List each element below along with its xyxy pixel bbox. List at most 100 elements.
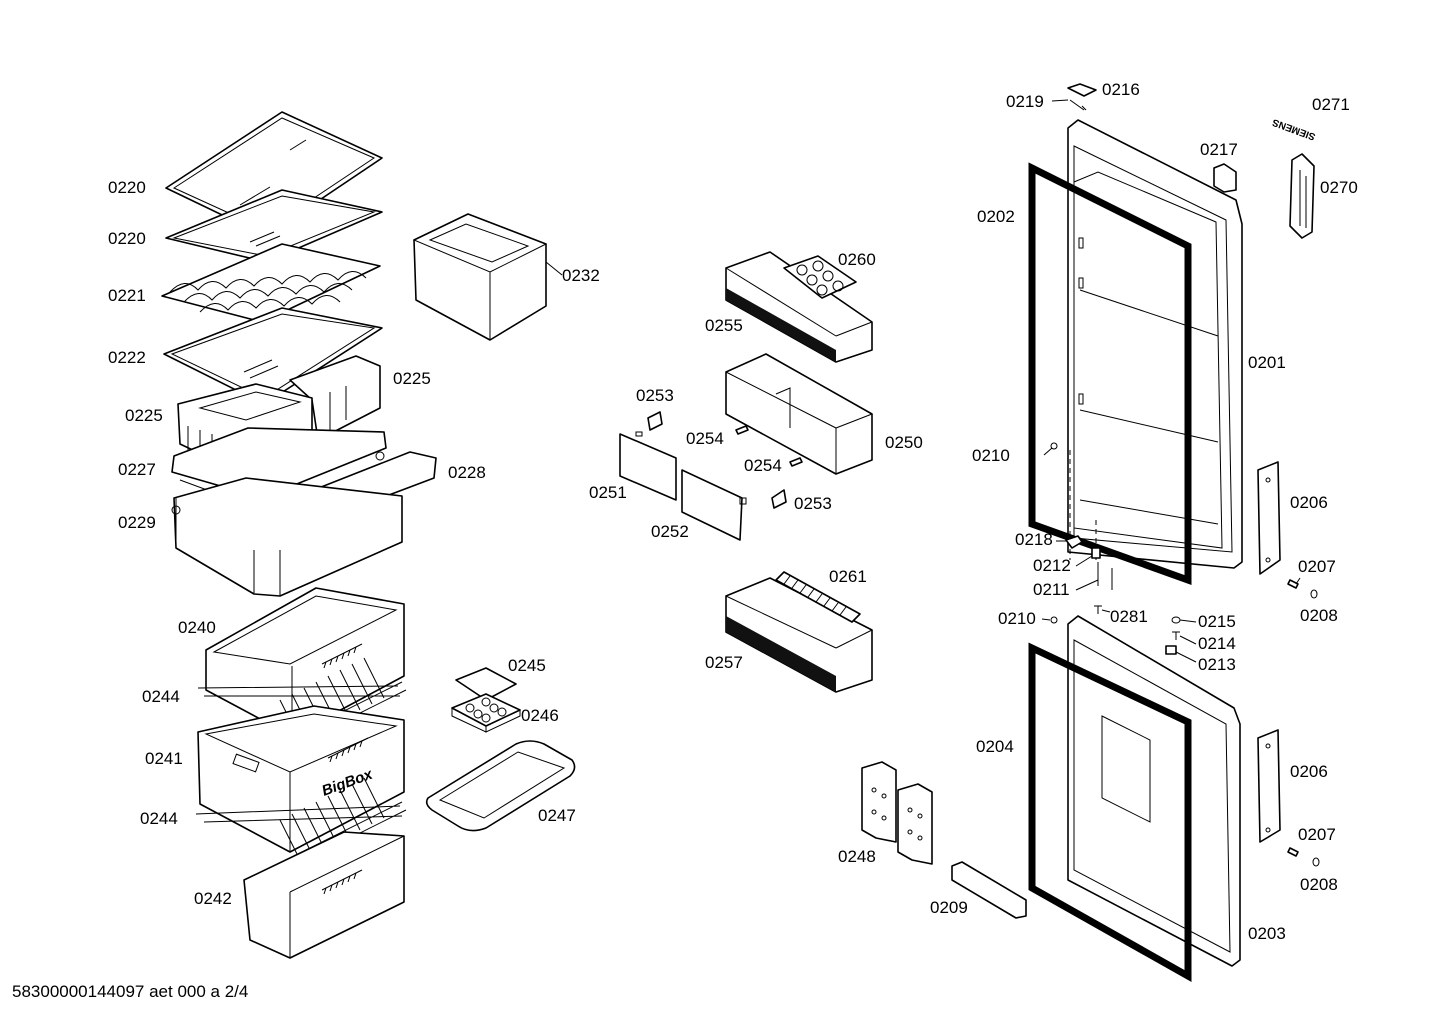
part-label: 0210 bbox=[972, 446, 1010, 465]
part-label: 0228 bbox=[448, 463, 486, 482]
hinge-0218 bbox=[1065, 535, 1083, 549]
part-label: 0207 bbox=[1298, 825, 1336, 844]
freezer-door-0203 bbox=[1067, 615, 1241, 967]
door-shelf-0257 bbox=[725, 577, 873, 693]
part-label: 0271 bbox=[1312, 95, 1350, 114]
hinge-bracket-0206-lower bbox=[1257, 729, 1281, 843]
part-label: 0211 bbox=[1033, 580, 1070, 599]
brand-plate-0271: SIEMENS bbox=[1271, 116, 1317, 142]
part-label: 0232 bbox=[562, 266, 600, 285]
ice-cube-cover-0245 bbox=[455, 667, 517, 701]
part-label: 0254 bbox=[744, 456, 782, 475]
crisper-frame-0229 bbox=[171, 451, 403, 597]
part-label: 0210 bbox=[998, 609, 1036, 628]
drawer-0241-bigbox: BigBox bbox=[197, 705, 405, 853]
part-label: 0204 bbox=[976, 737, 1014, 756]
part-label: 0253 bbox=[636, 386, 674, 405]
leader-lines bbox=[1041, 99, 1301, 663]
handle-0270 bbox=[1289, 153, 1315, 239]
pin-0281 bbox=[1094, 605, 1102, 614]
part-label: 0202 bbox=[977, 207, 1015, 226]
ice-cube-tray-0246 bbox=[451, 693, 521, 733]
cover-0217 bbox=[1213, 163, 1237, 193]
hinge-0253-upper bbox=[647, 411, 663, 431]
hinge-bracket-0206-upper bbox=[1257, 461, 1281, 575]
part-label: 0208 bbox=[1300, 606, 1338, 625]
part-label: 0222 bbox=[108, 348, 146, 367]
part-label: 0257 bbox=[705, 653, 743, 672]
part-label: 0217 bbox=[1200, 140, 1238, 159]
screw-0219 bbox=[1069, 99, 1087, 111]
part-label: 0252 bbox=[651, 522, 689, 541]
part-label: 0240 bbox=[178, 618, 216, 637]
part-label: 0206 bbox=[1290, 762, 1328, 781]
bolt-0210-upper bbox=[1050, 442, 1058, 450]
part-label: 0251 bbox=[589, 483, 627, 502]
part-label: 0225 bbox=[393, 369, 431, 388]
door-shelf-0255 bbox=[725, 251, 873, 363]
washer-0208-upper bbox=[1310, 589, 1318, 599]
part-label: 0281 bbox=[1110, 607, 1148, 626]
part-label: 0260 bbox=[838, 250, 876, 269]
part-label: 0250 bbox=[885, 433, 923, 452]
flap-0251 bbox=[619, 431, 677, 501]
part-label: 0261 bbox=[829, 567, 867, 586]
part-label: 0241 bbox=[145, 749, 183, 768]
part-label: 0206 bbox=[1290, 493, 1328, 512]
drawer-0242 bbox=[243, 831, 405, 959]
part-label: 0221 bbox=[108, 286, 146, 305]
screw-0214 bbox=[1172, 631, 1180, 640]
cold-pack-0248-left bbox=[861, 761, 897, 843]
pin-0254-lower bbox=[789, 457, 803, 467]
ice-tray-0247 bbox=[425, 740, 576, 832]
part-label: 0203 bbox=[1248, 924, 1286, 943]
part-label: 0215 bbox=[1198, 612, 1236, 631]
part-label: 0220 bbox=[108, 178, 146, 197]
door-gasket-0204 bbox=[1028, 642, 1192, 982]
door-shelf-0250 bbox=[725, 353, 873, 475]
part-label: 0216 bbox=[1102, 80, 1140, 99]
block-0213 bbox=[1165, 645, 1177, 655]
flap-0252 bbox=[681, 469, 747, 541]
part-label: 0225 bbox=[125, 406, 163, 425]
glass-shelf-0220-second bbox=[165, 189, 383, 263]
hinge-cover-0216 bbox=[1067, 83, 1097, 97]
part-label: 0201 bbox=[1248, 353, 1286, 372]
cold-pack-0248-right bbox=[897, 783, 933, 865]
part-label: 0227 bbox=[118, 460, 156, 479]
drawer-rail-0244-lower bbox=[195, 777, 407, 869]
cap-0215 bbox=[1171, 616, 1181, 624]
part-label: 0218 bbox=[1015, 530, 1053, 549]
egg-holder-0260 bbox=[783, 255, 857, 299]
part-label: 0220 bbox=[108, 229, 146, 248]
part-label: 0209 bbox=[930, 898, 968, 917]
part-label: 0242 bbox=[194, 889, 232, 908]
part-label: 0214 bbox=[1198, 634, 1236, 653]
fridge-door-0201 bbox=[1067, 119, 1243, 569]
drawer-0232 bbox=[412, 213, 563, 341]
bottle-holder-0261 bbox=[775, 571, 861, 623]
part-label: 0212 bbox=[1033, 556, 1071, 575]
pin-0254-upper bbox=[735, 425, 749, 435]
part-label: 0244 bbox=[142, 687, 180, 706]
bottle-rack-0221 bbox=[161, 243, 381, 323]
bolt-0210-lower bbox=[1050, 616, 1058, 624]
screw-0207-upper bbox=[1287, 579, 1299, 589]
part-label: 0253 bbox=[794, 494, 832, 513]
pin-0211 bbox=[1097, 562, 1113, 590]
door-gasket-0202 bbox=[1028, 162, 1192, 585]
cover-strip-0209 bbox=[951, 861, 1027, 919]
brand-mark: SIEMENS bbox=[1271, 116, 1317, 142]
bushing-0212 bbox=[1091, 547, 1101, 559]
part-label: 0213 bbox=[1198, 655, 1236, 674]
part-label: 0208 bbox=[1300, 875, 1338, 894]
part-label: 0219 bbox=[1006, 92, 1044, 111]
part-label: 0229 bbox=[118, 513, 156, 532]
part-label: 0247 bbox=[538, 806, 576, 825]
drawing-reference-footer: 58300000144097 aet 000 a 2/4 bbox=[12, 982, 249, 1001]
part-label: 0254 bbox=[686, 429, 724, 448]
part-label: 0270 bbox=[1320, 178, 1358, 197]
part-label: 0207 bbox=[1298, 557, 1336, 576]
part-label: 0255 bbox=[705, 316, 743, 335]
